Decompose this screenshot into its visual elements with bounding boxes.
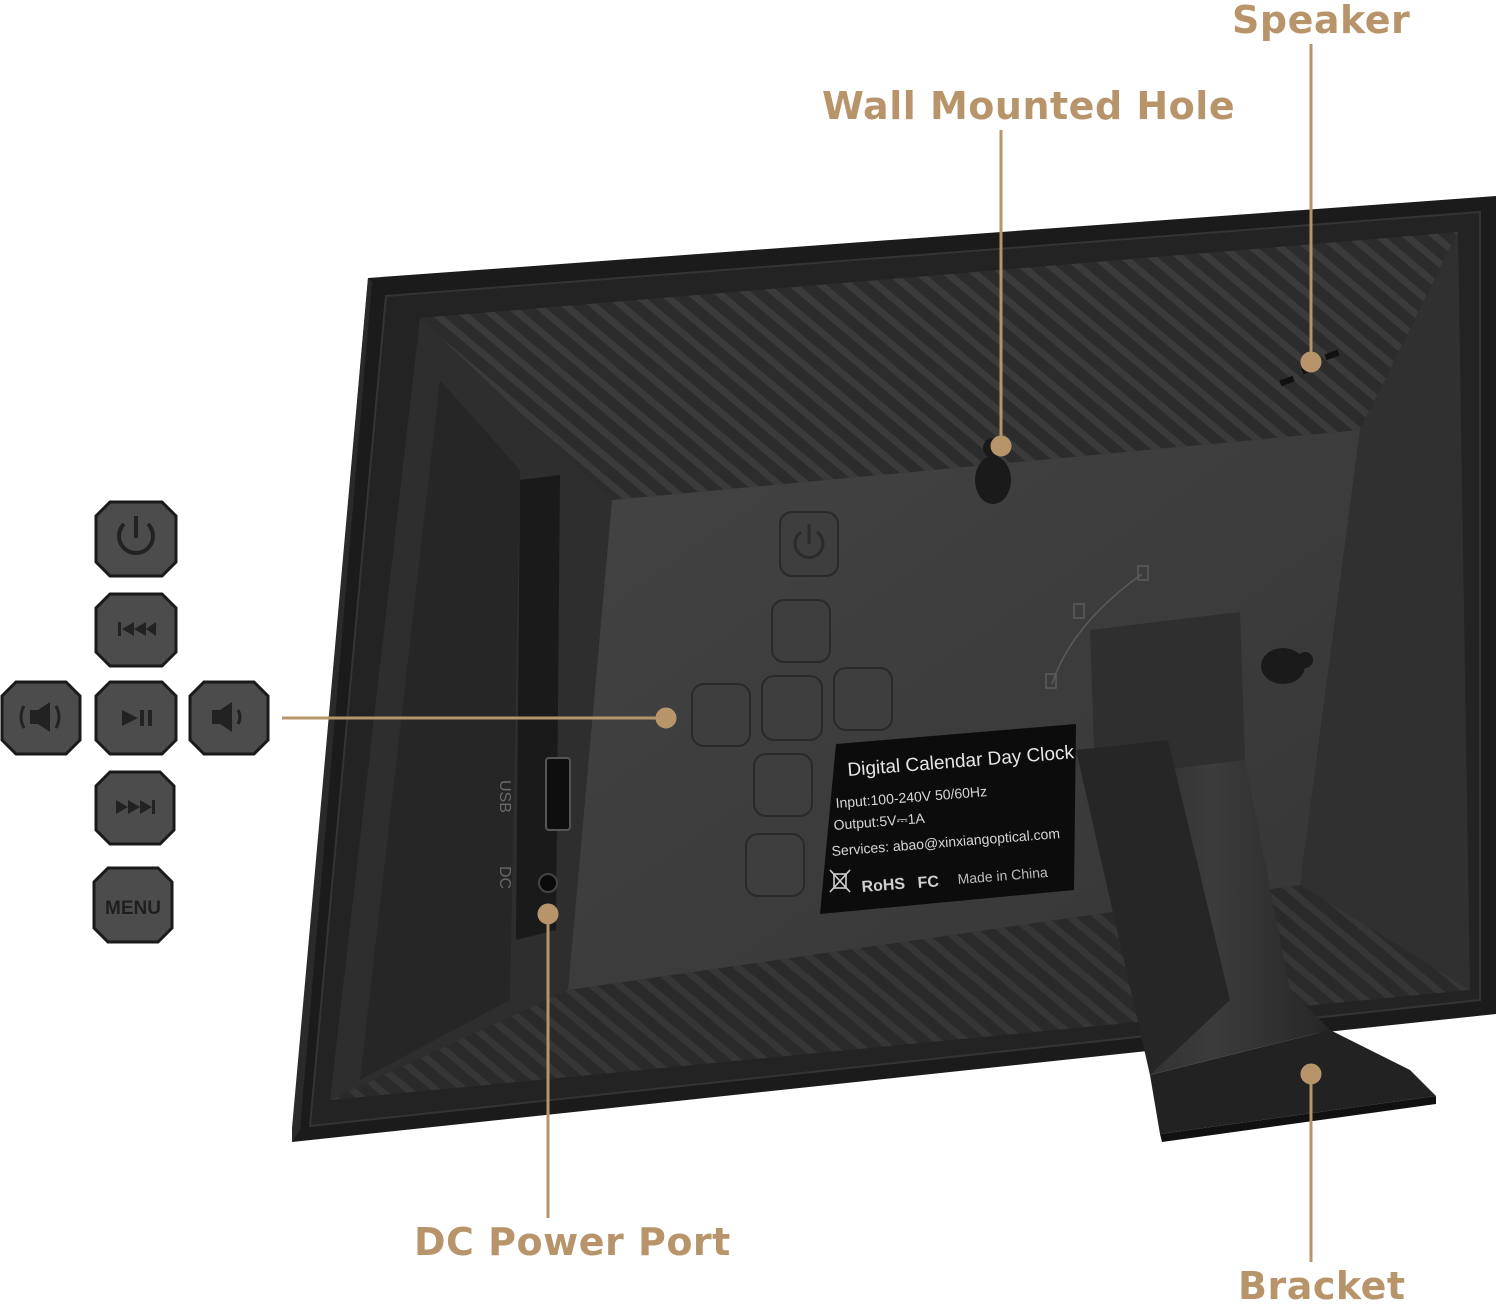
device-menu-button[interactable] xyxy=(745,833,805,897)
device-prev-button[interactable] xyxy=(771,599,831,663)
usb-side-label: USB xyxy=(496,780,513,813)
next-track-icon xyxy=(116,800,155,814)
play-pause-icon xyxy=(122,710,152,726)
sticker-rohs: RoHS xyxy=(861,876,906,896)
frame-back xyxy=(292,196,1496,1142)
pad-play-pause-button[interactable] xyxy=(94,680,178,756)
pad-prev-button[interactable] xyxy=(94,592,178,668)
button-pad-closeup: MENU xyxy=(0,500,270,944)
dc-port-callout: DC Power Port xyxy=(414,1220,731,1264)
angle-markings xyxy=(1045,565,1149,689)
pad-next-button[interactable] xyxy=(94,770,176,846)
usb-port[interactable] xyxy=(545,757,571,831)
device-next-button[interactable] xyxy=(753,753,813,817)
menu-label: MENU xyxy=(105,898,161,919)
dc-port[interactable] xyxy=(538,873,558,893)
volume-high-icon xyxy=(212,702,242,732)
leader-lines xyxy=(282,44,1322,1262)
sticker-fc: FC xyxy=(917,873,940,892)
sticker-output: Output:5V⎓1A xyxy=(833,810,926,833)
side-ports: USB DC xyxy=(496,475,571,940)
pad-vol-up-button[interactable] xyxy=(188,680,270,756)
stand-bracket xyxy=(1076,612,1436,1142)
speaker-callout: Speaker xyxy=(1232,0,1411,42)
device-power-icon xyxy=(793,530,825,559)
weee-bin-icon xyxy=(829,869,851,893)
volume-low-icon xyxy=(19,702,61,732)
sticker-made-in: Made in China xyxy=(957,864,1048,887)
dc-side-label: DC xyxy=(496,866,513,889)
previous-track-icon xyxy=(118,622,156,636)
device-vol-down-button[interactable] xyxy=(691,683,751,747)
wall-mount-holes xyxy=(975,438,1313,684)
pad-vol-down-button[interactable] xyxy=(0,680,82,756)
device-vol-up-button[interactable] xyxy=(833,667,893,731)
device-button-glyphs xyxy=(793,524,825,559)
wall-hole-callout: Wall Mounted Hole xyxy=(822,84,1236,128)
power-icon xyxy=(117,522,155,556)
label-sticker: Digital Calendar Day Clock Input:100-240… xyxy=(820,724,1076,914)
device-play-button[interactable] xyxy=(761,675,823,741)
device-buttons xyxy=(691,511,893,897)
pad-power-button[interactable] xyxy=(94,500,178,578)
bracket-callout: Bracket xyxy=(1238,1264,1406,1308)
pad-menu-button[interactable]: MENU xyxy=(92,866,174,944)
